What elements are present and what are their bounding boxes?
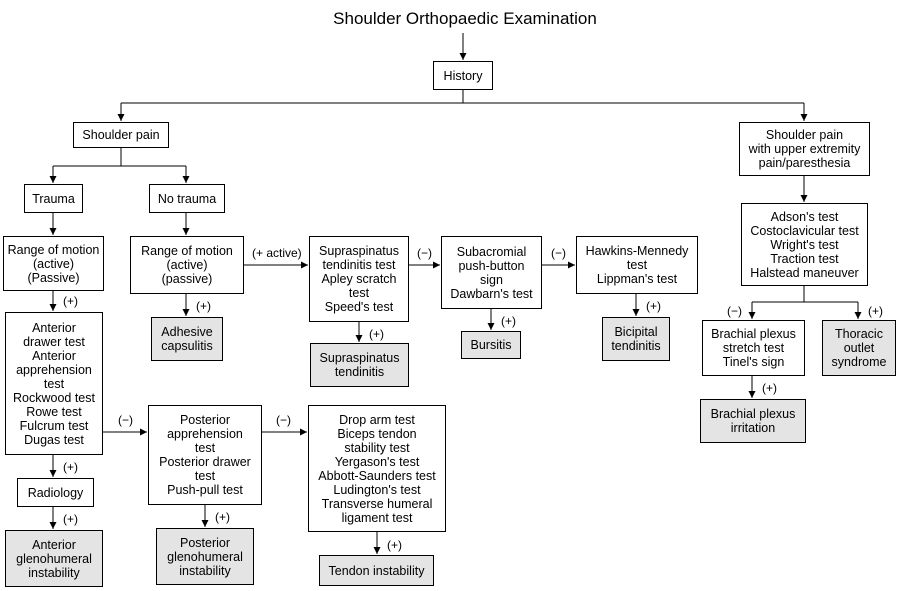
node-adson-tests: Adson's test Costoclavicular test Wright… <box>741 203 868 286</box>
edge-label-plus-bicipital: (+) <box>646 299 661 313</box>
edge-label-plus-anterior-instability: (+) <box>63 512 78 526</box>
edge-label-plus-posterior-instability: (+) <box>215 510 230 524</box>
node-no-trauma: No trauma <box>149 184 225 213</box>
node-supraspinatus-tests: Supraspinatus tendinitis test Apley scra… <box>309 236 409 322</box>
node-shoulder-pain: Shoulder pain <box>73 122 169 148</box>
node-history: History <box>433 61 493 90</box>
edge-label-minus-drop-arm: (−) <box>276 413 291 427</box>
edge-label-minus-posterior: (−) <box>118 413 133 427</box>
edge-label-plus-bursitis: (+) <box>501 314 516 328</box>
edge-label-minus-hawkins: (−) <box>551 246 566 260</box>
edge-label-plus-active: (+ active) <box>252 246 302 260</box>
node-radiology: Radiology <box>17 478 94 507</box>
edge-label-plus-adhesive: (+) <box>196 299 211 313</box>
node-drop-arm-tests: Drop arm test Biceps tendon stability te… <box>308 405 446 532</box>
edge-label-plus-rom: (+) <box>63 294 78 308</box>
node-posterior-instability: Posterior glenohumeral instability <box>156 528 254 585</box>
node-hawkins-tests: Hawkins-Mennedy test Lippman's test <box>576 236 698 294</box>
edge-label-minus-brachial: (−) <box>727 304 742 318</box>
edge-label-minus-subacromial: (−) <box>417 246 432 260</box>
node-bicipital-tendinitis: Bicipital tendinitis <box>602 317 670 361</box>
node-rom-trauma: Range of motion (active) (Passive) <box>3 236 104 291</box>
edge-label-plus-thoracic: (+) <box>868 304 883 318</box>
node-brachial-plexus-irritation: Brachial plexus irritation <box>700 399 806 443</box>
node-thoracic-outlet-syndrome: Thoracic outlet syndrome <box>822 320 896 376</box>
edge-label-plus-tendon: (+) <box>387 538 402 552</box>
node-shoulder-pain-upper-extremity: Shoulder pain with upper extremity pain/… <box>739 122 870 176</box>
node-adhesive-capsulitis: Adhesive capsulitis <box>151 317 223 361</box>
node-rom-no-trauma: Range of motion (active) (passive) <box>130 236 244 294</box>
node-subacromial-tests: Subacromial push-button sign Dawbarn's t… <box>441 236 542 309</box>
edge-label-plus-radiology: (+) <box>63 460 78 474</box>
node-tendon-instability: Tendon instability <box>319 555 434 586</box>
node-anterior-tests: Anterior drawer test Anterior apprehensi… <box>5 312 103 455</box>
node-brachial-tests: Brachial plexus stretch test Tinel's sig… <box>702 320 805 376</box>
diagram-title: Shoulder Orthopaedic Examination <box>333 9 597 28</box>
edge-label-plus-irritation: (+) <box>762 381 777 395</box>
edge-label-plus-supraspinatus: (+) <box>369 327 384 341</box>
node-supraspinatus-tendinitis: Supraspinatus tendinitis <box>310 343 409 387</box>
node-bursitis: Bursitis <box>461 331 521 359</box>
node-posterior-tests: Posterior apprehension test Posterior dr… <box>148 405 262 505</box>
node-trauma: Trauma <box>24 184 83 213</box>
node-anterior-instability: Anterior glenohumeral instability <box>5 530 103 587</box>
